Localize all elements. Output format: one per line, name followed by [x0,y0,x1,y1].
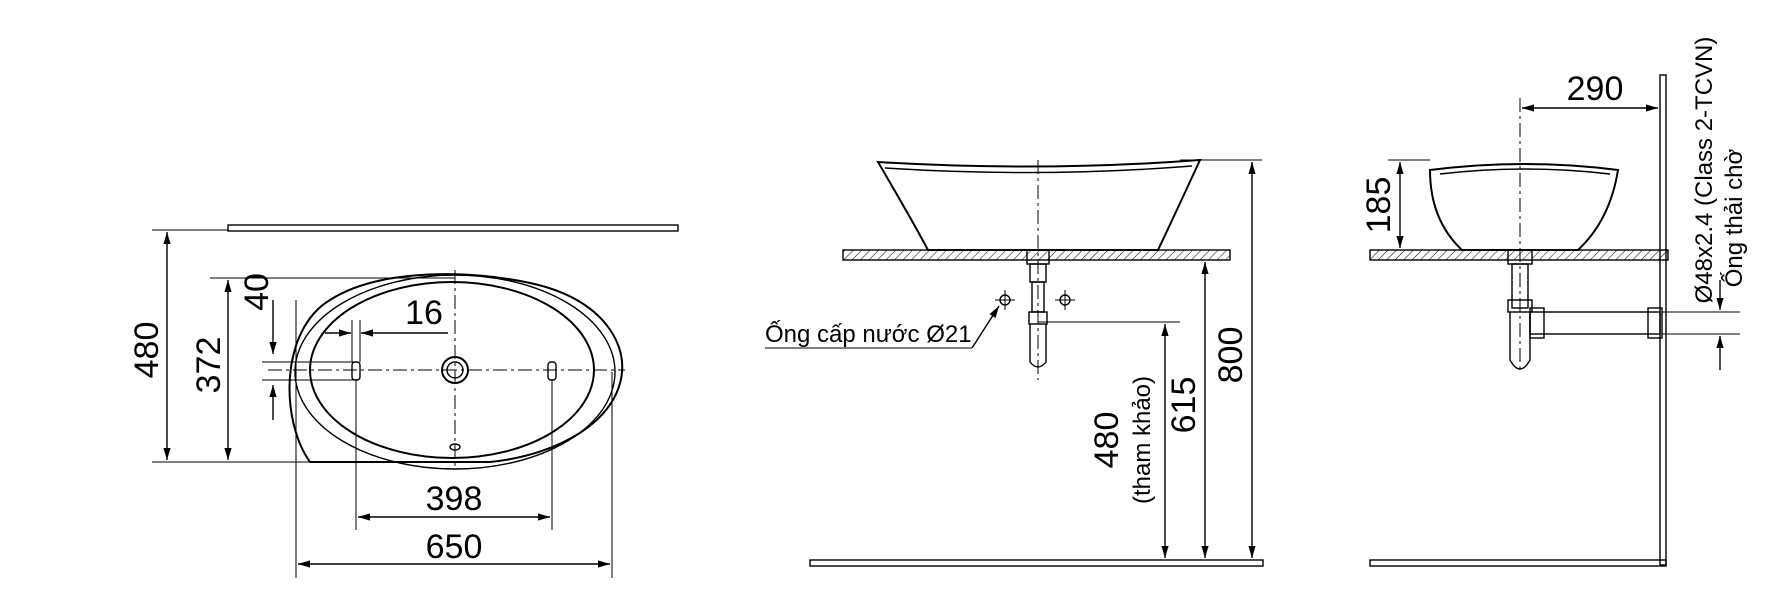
overflow-hole [449,443,461,451]
dim-hole-size: 16 [405,294,443,332]
dim-total-height: 800 [1212,327,1250,384]
drain-pipe [1529,311,1661,335]
drain-hole-inner [446,361,464,379]
dim-basin-height: 185 [1360,177,1398,234]
basin-front [876,158,1202,251]
drain-hole [441,356,469,384]
plan-view: 480 372 40 16 398 650 [128,224,679,578]
mount-hole-left [351,361,361,381]
dim-width-total: 650 [426,528,483,566]
dim-hole-spacing: 398 [426,480,483,518]
dim-wall-offset: 290 [1567,70,1624,108]
floor-line-side [1369,559,1667,567]
dim-water-supply-height: 615 [1165,377,1203,434]
label-water-supply: Ống cấp nước Ø21 [765,320,972,348]
dim-depth-total: 480 [128,322,166,379]
label-drain-pipe: Ống thải chờ [1720,149,1748,288]
wall-line [227,224,679,232]
dim-reference-note: (tham khảo) [1129,376,1156,504]
countertop [842,249,1231,261]
wall [1659,74,1667,566]
mount-hole-right [547,361,557,381]
dim-offset-top: 40 [238,273,276,311]
countertop-side [1369,249,1669,261]
floor-line [809,559,1264,567]
front-view: Ống cấp nước Ø21 800 615 480 (tham khảo) [765,158,1264,567]
dim-depth-bowl: 372 [190,337,228,394]
basin-side [1428,163,1620,251]
label-drain-spec: Ø48x2.4 (Class 2-TCVN) [1691,37,1718,304]
basin-outer-rim [288,273,624,463]
side-view: 290 185 Ø48x2.4 (Class 2-TCVN) Ống thải … [1360,37,1748,567]
dim-reference-height: 480 [1088,412,1126,469]
